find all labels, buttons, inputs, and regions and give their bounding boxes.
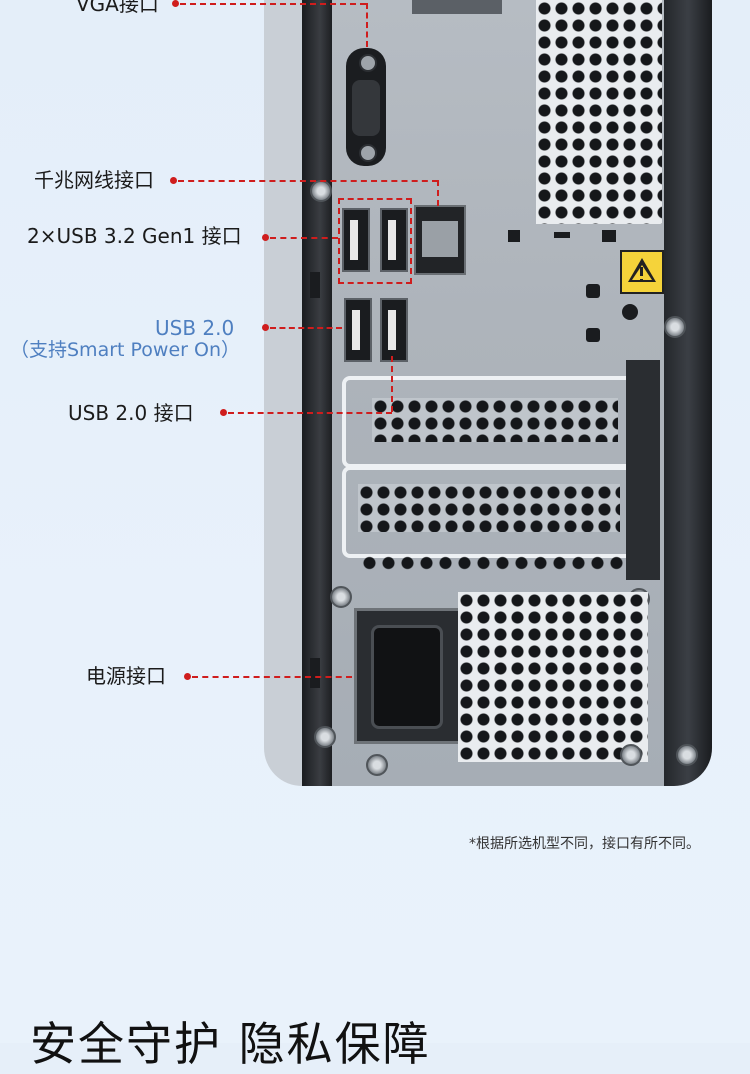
pc-rear-panel-image <box>264 0 712 786</box>
top-vent <box>536 0 662 224</box>
lock-slot <box>310 272 320 298</box>
section-headline: 安全守护 隐私保障 <box>30 1017 431 1071</box>
callout-dot <box>184 673 191 680</box>
lock-slot <box>310 658 320 688</box>
screw-icon <box>620 744 642 766</box>
callout-dot <box>172 0 179 7</box>
callout-line <box>192 676 352 678</box>
panel-mark <box>554 232 570 238</box>
usb20-port <box>380 298 408 362</box>
callout-line <box>270 237 338 239</box>
screw-icon <box>314 726 336 748</box>
top-bracket <box>412 0 502 14</box>
chassis-frame-left <box>302 0 332 786</box>
power-label: 电源接口 <box>86 664 166 688</box>
callout-line <box>391 356 393 412</box>
usb20-smart-label: USB 2.0 <box>155 316 235 340</box>
audio-jack <box>622 304 638 320</box>
callout-line <box>180 3 366 5</box>
slot-vent-1 <box>372 398 618 442</box>
usb32-label: 2×USB 3.2 Gen1 接口 <box>27 224 242 248</box>
usb20-smart-port <box>344 298 372 362</box>
warning-icon <box>620 250 664 294</box>
usb20-smart-sublabel: （支持Smart Power On） <box>10 339 240 361</box>
callout-dot <box>262 324 269 331</box>
vent-dot-row <box>360 555 630 571</box>
callout-line <box>366 3 368 47</box>
rj45-port <box>414 205 466 275</box>
callout-line <box>178 180 438 182</box>
usb20-label: USB 2.0 接口 <box>68 401 194 425</box>
vga-label: VGA接口 <box>76 0 159 16</box>
callout-line <box>437 180 439 206</box>
usb32-highlight-box <box>338 198 412 284</box>
panel-mark <box>508 230 520 242</box>
usb32-port-2 <box>380 208 408 272</box>
gigabit-lan-label: 千兆网线接口 <box>34 168 154 192</box>
callout-dot <box>170 177 177 184</box>
audio-jack <box>586 284 600 298</box>
screw-icon <box>664 316 686 338</box>
footnote: *根据所选机型不同，接口有所不同。 <box>469 836 700 852</box>
slot-vent-2 <box>358 484 620 532</box>
audio-jack <box>586 328 600 342</box>
callout-dot <box>262 234 269 241</box>
screw-icon <box>310 180 332 202</box>
callout-dot <box>220 409 227 416</box>
callout-line <box>228 412 392 414</box>
callout-line <box>270 327 342 329</box>
screw-icon <box>676 744 698 766</box>
psu-vent <box>458 592 648 762</box>
power-socket <box>354 608 466 744</box>
card-bracket <box>626 360 660 580</box>
usb32-port-1 <box>342 208 370 272</box>
vga-port <box>346 48 386 166</box>
chassis-frame-right <box>664 0 712 786</box>
screw-icon <box>366 754 388 776</box>
panel-mark <box>602 230 616 242</box>
screw-icon <box>330 586 352 608</box>
